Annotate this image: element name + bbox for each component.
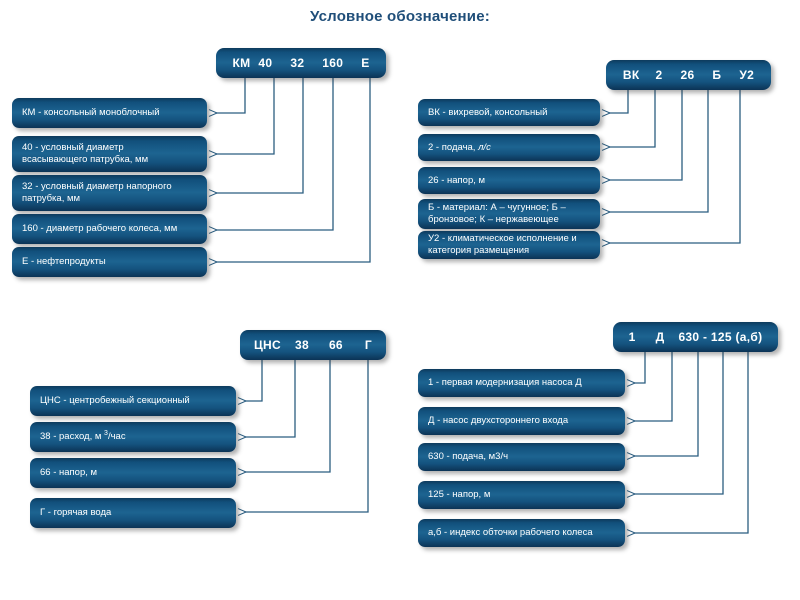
cns-desc-0-line-0: ЦНС - центробежный секционный xyxy=(40,395,190,406)
d-desc-2[interactable]: 630 - подача, м3/ч xyxy=(418,443,625,471)
km-code-tokens: КМ 40 32 160 Е xyxy=(232,56,369,70)
km-desc-4-line-0: Е - нефтепродукты xyxy=(22,256,106,267)
km-token-3: 160 xyxy=(322,56,344,70)
km-desc-2[interactable]: 32 - условный диаметр напорного патрубка… xyxy=(12,175,207,211)
cns-desc-0[interactable]: ЦНС - центробежный секционный xyxy=(30,386,236,416)
vk-desc-3-line-0: Б - материал: А – чугунное; Б – xyxy=(428,202,566,213)
cns-code-bar[interactable]: ЦНС 38 66 Г xyxy=(240,330,386,360)
vk-desc-3-line-1: бронзовое; К – нержавеющее xyxy=(428,214,559,225)
vk-code-tokens: ВК 2 26 Б У2 xyxy=(623,68,754,82)
vk-desc-4-line-1: категория размещения xyxy=(428,245,530,256)
vk-code-bar[interactable]: ВК 2 26 Б У2 xyxy=(606,60,771,90)
d-desc-3[interactable]: 125 - напор, м xyxy=(418,481,625,509)
km-desc-3[interactable]: 160 - диаметр рабочего колеса, мм xyxy=(12,214,207,244)
vk-token-0: ВК xyxy=(622,68,640,82)
cns-desc-1-line-0: 38 - расход, м 3/час xyxy=(40,429,126,442)
d-desc-0-line-0: 1 - первая модернизация насоса Д xyxy=(428,377,582,388)
vk-desc-4[interactable]: У2 - климатическое исполнение и категори… xyxy=(418,231,600,259)
km-desc-2-line-1: патрубка, мм xyxy=(22,193,81,204)
km-desc-0[interactable]: КМ - консольный моноблочный xyxy=(12,98,207,128)
cns-desc-2[interactable]: 66 - напор, м xyxy=(30,458,236,488)
d-desc-2-line-0: 630 - подача, м3/ч xyxy=(428,451,509,462)
vk-token-3: Б xyxy=(712,68,722,82)
cns-desc-3[interactable]: Г - горячая вода xyxy=(30,498,236,528)
d-code-bar[interactable]: 1 Д 630 - 125 (а,б) xyxy=(613,322,778,352)
d-desc-4-line-0: а,б - индекс обточки рабочего колеса xyxy=(428,527,593,538)
km-desc-1-line-1: всасывающего патрубка, мм xyxy=(22,154,149,165)
vk-desc-0-line-0: ВК - вихревой, консольный xyxy=(428,106,548,118)
km-desc-4[interactable]: Е - нефтепродукты xyxy=(12,247,207,277)
cns-code-tokens: ЦНС 38 66 Г xyxy=(254,338,372,352)
vk-desc-1-line-0: 2 - подача, л/с xyxy=(428,141,491,153)
cns-token-0: ЦНС xyxy=(253,338,281,352)
d-desc-4[interactable]: а,б - индекс обточки рабочего колеса xyxy=(418,519,625,547)
vk-desc-2-line-0: 26 - напор, м xyxy=(428,174,486,186)
km-token-2: 32 xyxy=(290,56,305,70)
page-title: Условное обозначение: xyxy=(310,8,490,25)
vk-desc-3[interactable]: Б - материал: А – чугунное; Б – бронзово… xyxy=(418,199,600,229)
km-desc-1[interactable]: 40 - условный диаметр всасывающего патру… xyxy=(12,136,207,172)
d-token-0: 1 xyxy=(628,330,636,344)
km-code-bar[interactable]: КМ 40 32 160 Е xyxy=(216,48,386,78)
cns-desc-1[interactable]: 38 - расход, м 3/час xyxy=(30,422,236,452)
d-desc-1[interactable]: Д - насос двухстороннего входа xyxy=(418,407,625,435)
vk-desc-0[interactable]: ВК - вихревой, консольный xyxy=(418,99,600,126)
vk-token-1: 2 xyxy=(655,68,663,82)
d-desc-0[interactable]: 1 - первая модернизация насоса Д xyxy=(418,369,625,397)
d-desc-3-line-0: 125 - напор, м xyxy=(428,489,491,500)
cns-token-2: 66 xyxy=(328,338,343,352)
d-token-1: Д xyxy=(655,330,665,344)
km-desc-1-line-0: 40 - условный диаметр xyxy=(22,142,124,153)
km-token-4: Е xyxy=(361,56,370,70)
cns-desc-2-line-0: 66 - напор, м xyxy=(40,467,98,478)
vk-desc-4-line-0: У2 - климатическое исполнение и xyxy=(428,233,577,244)
d-token-2: 630 - 125 (а,б) xyxy=(678,330,763,344)
km-desc-3-line-0: 160 - диаметр рабочего колеса, мм xyxy=(22,223,178,234)
cns-desc-3-line-0: Г - горячая вода xyxy=(40,507,112,518)
cns-token-3: Г xyxy=(364,338,372,352)
vk-desc-1[interactable]: 2 - подача, л/с xyxy=(418,134,600,161)
km-desc-2-line-0: 32 - условный диаметр напорного xyxy=(22,181,172,192)
cns-token-1: 38 xyxy=(294,338,309,352)
vk-desc-2[interactable]: 26 - напор, м xyxy=(418,167,600,194)
km-desc-0-line-0: КМ - консольный моноблочный xyxy=(22,107,160,118)
vk-token-2: 26 xyxy=(680,68,695,82)
vk-token-4: У2 xyxy=(739,68,755,82)
d-desc-1-line-0: Д - насос двухстороннего входа xyxy=(428,415,569,426)
km-token-0: КМ xyxy=(232,56,251,70)
d-code-tokens: 1 Д 630 - 125 (а,б) xyxy=(629,330,763,344)
km-token-1: 40 xyxy=(258,56,273,70)
